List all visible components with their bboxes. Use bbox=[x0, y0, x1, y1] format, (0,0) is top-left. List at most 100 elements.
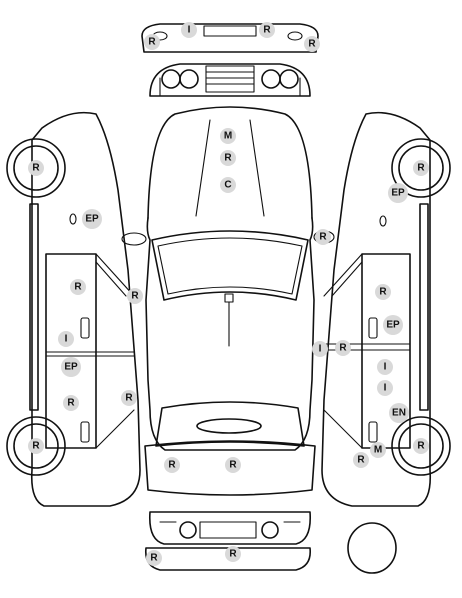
marker-badge bbox=[259, 22, 275, 38]
damage-marker-front-bumper-r-right[interactable]: R bbox=[304, 36, 320, 52]
marker-code: R bbox=[229, 549, 237, 560]
marker-badge bbox=[61, 357, 81, 377]
marker-badge bbox=[353, 452, 369, 468]
damage-marker-left-rear-pillar-r[interactable]: R bbox=[121, 390, 137, 406]
marker-badge bbox=[144, 34, 160, 50]
marker-badge bbox=[58, 331, 74, 347]
damage-marker-right-front-wheel-r[interactable]: R bbox=[413, 160, 429, 176]
damage-marker-right-rear-door-i2[interactable]: I bbox=[377, 380, 393, 396]
marker-code: M bbox=[374, 445, 382, 456]
marker-badge bbox=[377, 380, 393, 396]
damage-marker-hood-m[interactable]: M bbox=[220, 128, 236, 144]
damage-marker-right-quarter-r[interactable]: R bbox=[353, 452, 369, 468]
marker-code: R bbox=[263, 25, 271, 36]
marker-code: I bbox=[188, 25, 191, 36]
marker-badge bbox=[127, 288, 143, 304]
damage-marker-hood-c[interactable]: C bbox=[220, 177, 236, 193]
damage-marker-right-pillar-r[interactable]: R bbox=[335, 340, 351, 356]
marker-code: R bbox=[417, 441, 425, 452]
marker-code: R bbox=[319, 232, 327, 243]
damage-marker-right-front-door-ep[interactable]: EP bbox=[383, 315, 403, 335]
marker-code: R bbox=[168, 460, 176, 471]
marker-badge bbox=[377, 359, 393, 375]
damage-marker-right-door-i-edge[interactable]: I bbox=[312, 341, 328, 357]
marker-code: R bbox=[32, 163, 40, 174]
damage-marker-right-front-door-r[interactable]: R bbox=[375, 284, 391, 300]
damage-marker-front-bumper-r-mid[interactable]: R bbox=[259, 22, 275, 38]
marker-badge bbox=[389, 403, 409, 423]
damage-marker-front-bumper-i[interactable]: I bbox=[181, 22, 197, 38]
damage-marker-front-bumper-r-left[interactable]: R bbox=[144, 34, 160, 50]
marker-badge bbox=[383, 315, 403, 335]
damage-marker-rear-bumper-r-left[interactable]: R bbox=[146, 550, 162, 566]
marker-code: EP bbox=[64, 362, 78, 373]
marker-code: R bbox=[148, 37, 156, 48]
marker-badge bbox=[28, 438, 44, 454]
spare-tire-outline bbox=[347, 522, 397, 574]
marker-badge bbox=[220, 177, 236, 193]
marker-badge bbox=[28, 160, 44, 176]
marker-badge bbox=[304, 36, 320, 52]
marker-code: R bbox=[150, 553, 158, 564]
marker-badge bbox=[225, 457, 241, 473]
marker-code: EP bbox=[85, 214, 99, 225]
right-side-outline bbox=[317, 111, 451, 507]
marker-badge bbox=[375, 284, 391, 300]
damage-marker-right-rear-door-i1[interactable]: I bbox=[377, 359, 393, 375]
damage-marker-right-quarter-m[interactable]: M bbox=[370, 442, 386, 458]
damage-marker-left-front-wheel-r[interactable]: R bbox=[28, 160, 44, 176]
left-side-outline bbox=[6, 111, 141, 507]
damage-marker-right-fender-ep[interactable]: EP bbox=[388, 183, 408, 203]
marker-code: EP bbox=[391, 188, 405, 199]
marker-badge bbox=[220, 150, 236, 166]
marker-badge bbox=[220, 128, 236, 144]
front-bumper-outline bbox=[141, 23, 319, 53]
marker-code: R bbox=[229, 460, 237, 471]
damage-marker-trunk-r-left[interactable]: R bbox=[164, 457, 180, 473]
marker-badge bbox=[146, 550, 162, 566]
damage-marker-left-fender-ep[interactable]: EP bbox=[82, 209, 102, 229]
marker-badge bbox=[388, 183, 408, 203]
marker-code: R bbox=[417, 163, 425, 174]
marker-badge bbox=[370, 442, 386, 458]
marker-badge bbox=[413, 438, 429, 454]
damage-marker-right-rear-wheel-r[interactable]: R bbox=[413, 438, 429, 454]
damage-marker-right-rear-en[interactable]: EN bbox=[389, 403, 409, 423]
marker-code: C bbox=[224, 180, 231, 191]
marker-code: R bbox=[357, 455, 365, 466]
car-body-outline bbox=[121, 106, 335, 496]
marker-code: R bbox=[131, 291, 139, 302]
marker-code: R bbox=[379, 287, 387, 298]
marker-code: R bbox=[339, 343, 347, 354]
marker-code: M bbox=[224, 131, 232, 142]
marker-badge bbox=[164, 457, 180, 473]
damage-marker-left-front-door-i[interactable]: I bbox=[58, 331, 74, 347]
marker-code: R bbox=[74, 282, 82, 293]
marker-code: R bbox=[67, 398, 75, 409]
damage-marker-left-mirror-r[interactable]: R bbox=[127, 288, 143, 304]
damage-marker-hood-r[interactable]: R bbox=[220, 150, 236, 166]
marker-badge bbox=[82, 209, 102, 229]
rear-bumper-outline bbox=[144, 511, 312, 571]
damage-marker-left-front-door-r[interactable]: R bbox=[70, 279, 86, 295]
front-grille-outline bbox=[149, 63, 311, 97]
marker-code: I bbox=[65, 334, 68, 345]
damage-marker-trunk-r-right[interactable]: R bbox=[225, 457, 241, 473]
marker-code: EN bbox=[392, 408, 406, 419]
marker-code: R bbox=[125, 393, 133, 404]
damage-marker-left-rear-door-ep[interactable]: EP bbox=[61, 357, 81, 377]
marker-badge bbox=[70, 279, 86, 295]
marker-badge bbox=[312, 341, 328, 357]
marker-badge bbox=[181, 22, 197, 38]
marker-code: R bbox=[308, 39, 316, 50]
marker-code: EP bbox=[386, 320, 400, 331]
damage-marker-right-mirror-r[interactable]: R bbox=[315, 229, 331, 245]
damage-marker-rear-bumper-r-mid[interactable]: R bbox=[225, 546, 241, 562]
marker-badge bbox=[63, 395, 79, 411]
damage-marker-left-rear-wheel-r[interactable]: R bbox=[28, 438, 44, 454]
marker-code: I bbox=[384, 383, 387, 394]
marker-code: I bbox=[319, 344, 322, 355]
damage-marker-left-rear-door-r[interactable]: R bbox=[63, 395, 79, 411]
